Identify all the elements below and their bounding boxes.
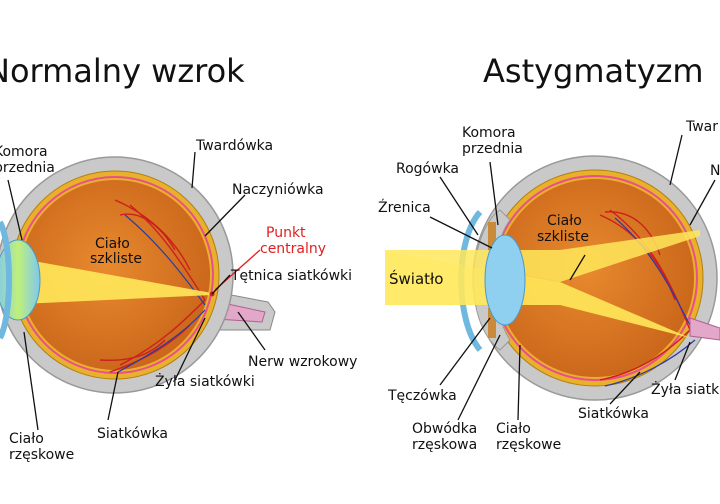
optic-nerve-right: [689, 317, 720, 341]
right-leaders: [429, 134, 716, 421]
retinal-vessels: [99, 199, 206, 373]
label-cialo-szkliste-1-left: Ciało: [95, 236, 130, 252]
label-teczowka: Tęczówka: [387, 388, 457, 404]
label-centralny: centralny: [260, 241, 326, 257]
label-rogowka: Rogówka: [396, 161, 459, 177]
label-zyla-left: Żyła siatkówki: [155, 372, 255, 390]
left-title: Normalny wzrok: [0, 52, 245, 90]
label-twardowka-left: Twardówka: [195, 138, 273, 154]
lens-right: [484, 234, 526, 326]
label-cialo-szkliste-2-left: szkliste: [90, 251, 142, 267]
iris: [488, 222, 496, 252]
label-siatkowka-left: Siatkówka: [97, 426, 168, 442]
label-obwodka-2: rzęskowa: [412, 437, 477, 453]
label-zrenica: Źrenica: [378, 198, 431, 216]
label-tetnica: Tętnica siatkówki: [230, 268, 352, 284]
label-twardowka-right: Twar: [685, 119, 718, 135]
label-cialo-szkliste-1-right: Ciało: [547, 213, 582, 229]
label-punkt: Punkt: [266, 225, 306, 241]
label-naczyniowka-right: N: [710, 163, 720, 179]
label-cialo-szkliste-2-right: szkliste: [537, 229, 589, 245]
light-beam: [0, 255, 212, 305]
label-cialo-rzeskowe-2-right: rzęskowe: [496, 437, 561, 453]
label-swiatlo: Światło: [389, 269, 443, 288]
left-leaders: [7, 151, 266, 431]
normal-eye: [0, 156, 276, 394]
label-zyla-right: Żyła siatk: [651, 380, 720, 398]
label-obwodka-1: Obwódka: [412, 421, 477, 437]
label-cialo-rzeskowe-1-right: Ciało: [496, 421, 531, 437]
cornea: [0, 220, 12, 340]
label-przednia-left: przednia: [0, 160, 55, 176]
vitreous-body: [20, 180, 210, 370]
light-beam-right-upper: [385, 230, 700, 282]
label-cialo-rzeskowe-2-left: rzęskowe: [9, 447, 74, 463]
astigmatism-eye: [385, 155, 720, 401]
label-przednia-right: przednia: [462, 141, 523, 157]
iris-lower: [488, 308, 496, 338]
light-beam-right: [385, 250, 690, 338]
right-title: Astygmatyzm: [483, 52, 704, 90]
label-komora-right: Komora: [462, 125, 516, 141]
label-komora-left: Komora: [0, 144, 48, 160]
label-siatkowka-right: Siatkówka: [578, 406, 649, 422]
retinal-veins-right: [604, 217, 696, 387]
label-naczyniowka-left: Naczyniówka: [232, 182, 324, 198]
vitreous-right: [496, 179, 694, 377]
label-nerw: Nerw wzrokowy: [248, 354, 357, 370]
label-cialo-rzeskowe-1-left: Ciało: [9, 431, 44, 447]
